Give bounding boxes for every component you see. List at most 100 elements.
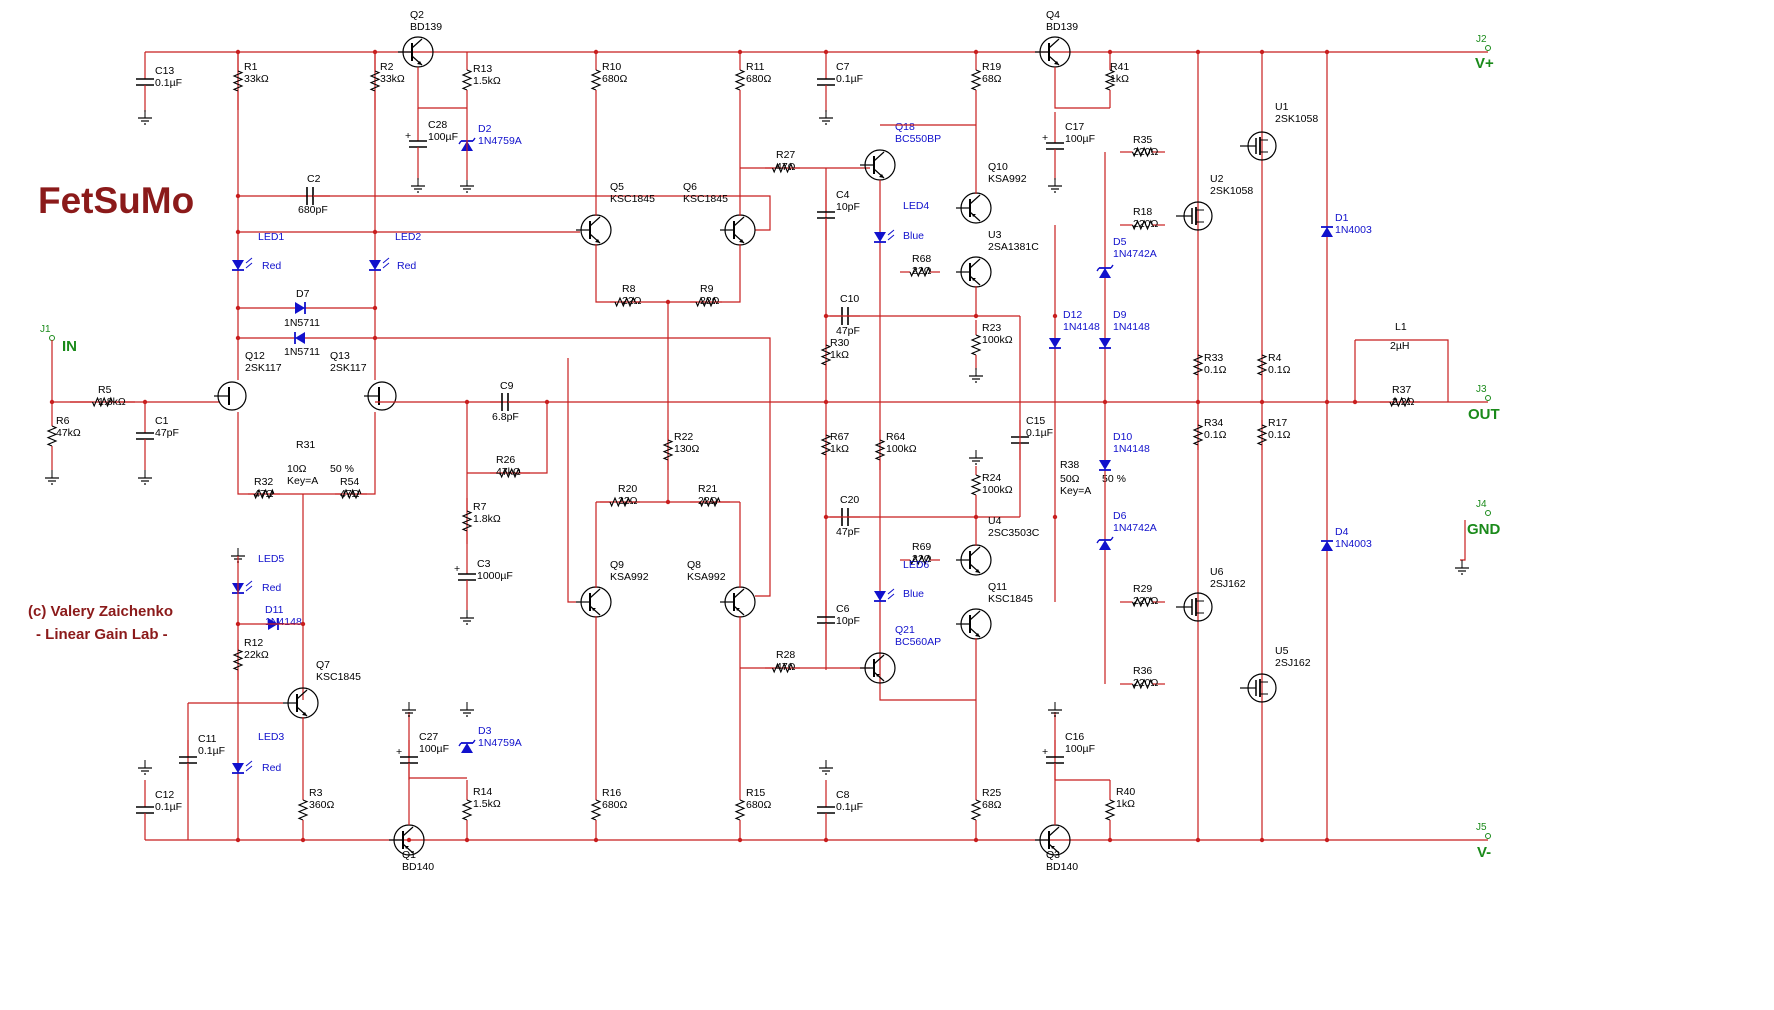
wire-junction [235, 193, 241, 199]
component-value: 100kΩ [886, 443, 917, 455]
component-ref: R67 [830, 431, 849, 443]
wire-junction [1052, 313, 1058, 319]
transistor-q8 [720, 586, 756, 618]
wire-junction [235, 229, 241, 235]
component-value: 1N4148 [265, 616, 302, 628]
mosfet-u1 [1240, 131, 1277, 161]
emitter-arrow [876, 674, 880, 677]
diode-d12 [1049, 338, 1061, 349]
component-ref: Q12 [245, 350, 265, 362]
diode-d5 [1096, 264, 1114, 278]
polarity-mark: + [405, 130, 411, 142]
component-ref: C16 [1065, 731, 1084, 743]
component-value: 680Ω [746, 799, 772, 811]
diode-d6 [1096, 536, 1114, 550]
capacitor-c7 [817, 52, 835, 112]
component-ref: LED4 [903, 200, 929, 212]
component-value: 0.1µF [155, 77, 182, 89]
component-ref: R64 [886, 431, 905, 443]
component-ref: U5 [1275, 645, 1289, 657]
port-gnd-label: GND [1467, 521, 1501, 538]
component-value: 1N4003 [1335, 538, 1372, 550]
ground-symbol [1048, 702, 1062, 717]
component-value: 360Ω [309, 799, 335, 811]
component-value: 100µF [1065, 743, 1095, 755]
component-value: 220Ω [1133, 146, 1159, 158]
component-value: KSA992 [610, 571, 649, 583]
component-ref: C28 [428, 119, 447, 131]
resistor-r41 [1104, 52, 1116, 108]
component-ref: R21 [698, 483, 717, 495]
resistor-r23 [970, 320, 982, 370]
emitter-arrow [739, 239, 744, 243]
component-ref: R38 [1060, 459, 1079, 471]
component-value: 1.5kΩ [473, 75, 501, 87]
component-ref: D10 [1113, 431, 1132, 443]
wire-junction [1324, 399, 1330, 405]
diode-d7 [295, 302, 306, 314]
component-value: 0.1µF [198, 745, 225, 757]
emitter-arrow [975, 633, 980, 637]
wire-junction [372, 229, 378, 235]
component-value: Blue [903, 230, 924, 242]
component-ref: D9 [1113, 309, 1127, 321]
component-ref: U4 [988, 515, 1002, 527]
component-ref: C7 [836, 61, 850, 73]
component-ref: R5 [98, 384, 112, 396]
component-ref: R24 [982, 472, 1001, 484]
component-value: 0.1Ω [1204, 364, 1227, 376]
component-ref: Q7 [316, 659, 330, 671]
component-value: 2SJ162 [1210, 578, 1246, 590]
ground-symbol [460, 610, 474, 625]
wire [567, 358, 576, 603]
component-ref: R13 [473, 63, 492, 75]
ground-symbol [969, 450, 983, 465]
port-vplus-label: V+ [1475, 55, 1494, 72]
resistor-r8 [610, 296, 640, 308]
component-value: Red [262, 582, 281, 594]
mosfet-u5 [1240, 673, 1277, 703]
wire-junction [300, 621, 306, 627]
ground-symbol [969, 368, 983, 383]
component-value: 0.1µF [836, 801, 863, 813]
transistor-q1 [389, 824, 425, 856]
credit-line-2: - Linear Gain Lab - [36, 626, 168, 643]
terminal-ref: J5 [1476, 822, 1487, 833]
component-ref: R11 [746, 61, 765, 73]
port-in-label: IN [62, 338, 77, 355]
component-ref: R41 [1110, 61, 1129, 73]
resistor-r40 [1104, 780, 1116, 840]
ground-symbol [1455, 560, 1469, 575]
component-value: 1N4003 [1335, 224, 1372, 236]
resistor-r6 [46, 402, 58, 470]
emitter-arrow [1054, 61, 1059, 65]
resistor-r24 [970, 466, 982, 504]
wire-junction [973, 49, 979, 55]
capacitor-c12 [136, 780, 154, 840]
resistor-r36 [1120, 678, 1165, 690]
component-value: 47pF [836, 526, 860, 538]
component-value: BD139 [410, 21, 442, 33]
wire [238, 337, 771, 597]
transistor-q11 [956, 608, 992, 640]
component-ref: R31 [296, 439, 315, 451]
transistor-q21 [860, 652, 896, 684]
component-value: 1N4148 [1113, 321, 1150, 333]
component-ref: R69 [912, 541, 931, 553]
wire-junction [1352, 399, 1358, 405]
component-value: 6.8pF [492, 411, 519, 423]
resistor-r13 [461, 52, 473, 108]
component-value: 1N4759A [478, 737, 522, 749]
component-ref: Q21 [895, 624, 915, 636]
component-ref: R23 [982, 322, 1001, 334]
wire-junction [372, 305, 378, 311]
component-value: 2SC3503C [988, 527, 1040, 539]
component-ref: U2 [1210, 173, 1224, 185]
wire-junction [372, 335, 378, 341]
capacitor-c9 [490, 393, 520, 411]
mosfet-u6 [1176, 592, 1213, 622]
component-value: 50 % [330, 463, 354, 475]
component-value: 220Ω [1133, 677, 1159, 689]
transistor-u3 [956, 256, 992, 288]
diode-d1 [1321, 226, 1333, 237]
